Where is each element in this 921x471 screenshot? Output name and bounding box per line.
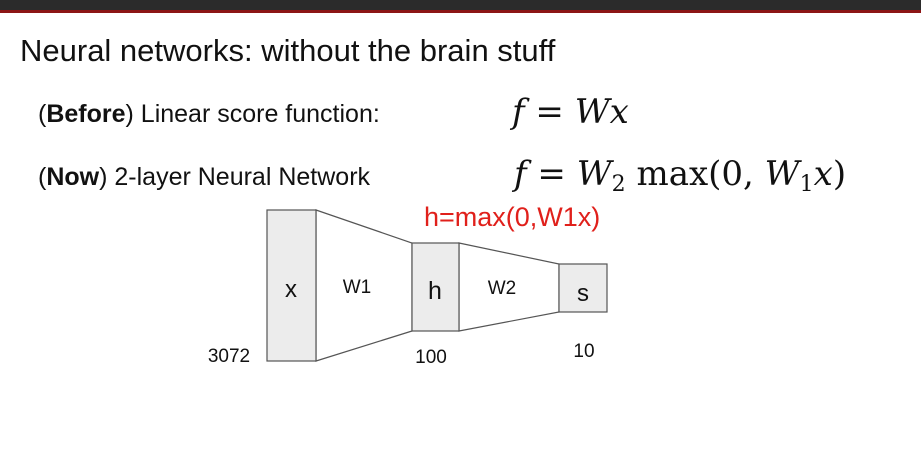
h-layer-box [411, 242, 460, 332]
top-bar [0, 0, 921, 13]
now-bold: Now [46, 163, 100, 191]
s-layer-label: s [577, 280, 589, 307]
top-bar-accent [0, 10, 921, 13]
w2-label: W2 [488, 278, 517, 299]
eq2-max: max(0, [625, 154, 765, 194]
eq-x: x [609, 92, 629, 132]
eq2-close: ) [832, 154, 847, 194]
before-text: Linear score function: [133, 100, 380, 128]
before-row: (Before) Linear score function: [38, 100, 380, 128]
eq2-x: x [813, 154, 833, 194]
h-size-label: 100 [415, 347, 447, 368]
s-size-label: 10 [573, 341, 594, 362]
s-layer-box [558, 263, 608, 313]
eq2-w1: W [764, 154, 800, 194]
before-bold: Before [46, 100, 126, 128]
now-text: 2-layer Neural Network [107, 163, 371, 191]
linear-score-equation: f = Wx [512, 92, 629, 132]
h-layer-label: h [428, 277, 442, 305]
x-layer-box [266, 209, 317, 362]
eq2-sub2: 2 [611, 172, 626, 197]
x-size-label: 3072 [208, 346, 250, 367]
eq2-w2: W [576, 154, 612, 194]
now-row: (Now) 2-layer Neural Network [38, 163, 371, 191]
eq-f: f [512, 92, 525, 132]
eq2-sub1: 1 [799, 172, 814, 197]
eq-equals: = [524, 92, 575, 132]
w1-label: W1 [343, 277, 372, 298]
hidden-layer-formula: h=max(0,W1x) [424, 202, 600, 232]
eq2-f: f [514, 154, 527, 194]
slide-title: Neural networks: without the brain stuff [20, 33, 556, 68]
eq2-equals: = [526, 154, 577, 194]
x-layer-label: x [285, 276, 297, 303]
eq-w: W [574, 92, 610, 132]
two-layer-equation: f = W2 max(0, W1x) [514, 154, 847, 197]
